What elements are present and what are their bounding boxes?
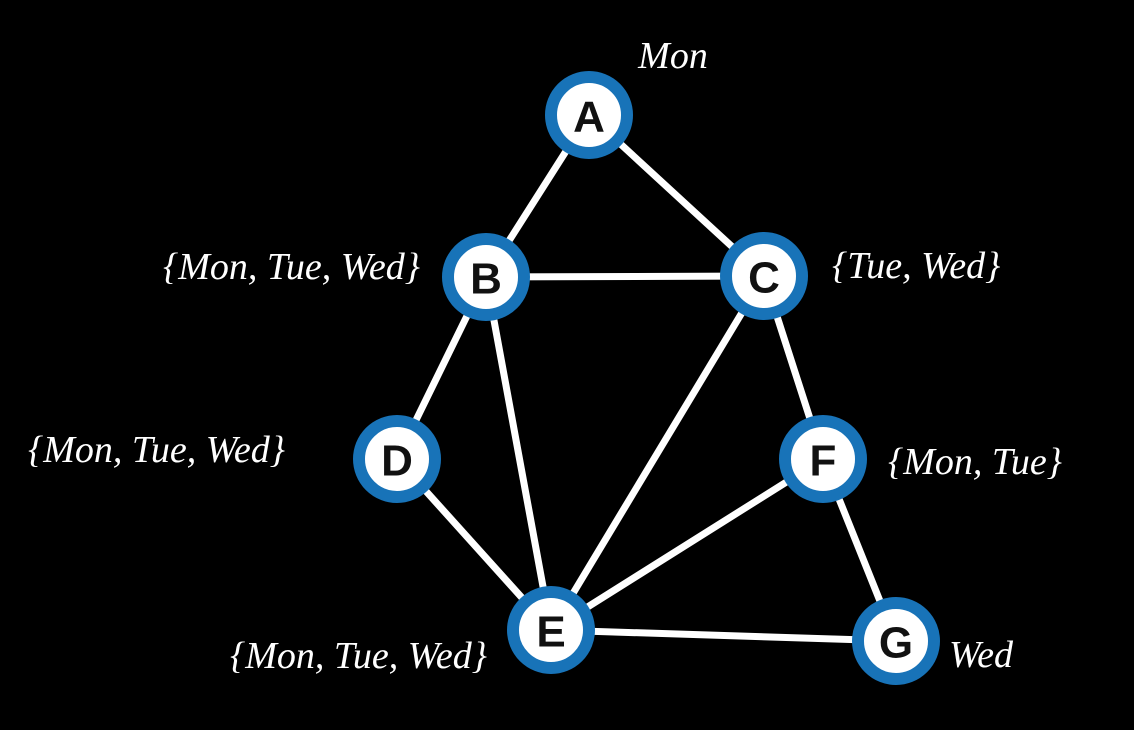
node-C: C	[720, 232, 808, 320]
node-B-letter: B	[470, 254, 502, 303]
node-C-letter: C	[748, 253, 780, 302]
node-A-circle	[545, 71, 633, 159]
node-E-domain-label: {Mon, Tue, Wed}	[230, 635, 487, 677]
node-D-circle	[353, 415, 441, 503]
node-F-domain-label: {Mon, Tue}	[888, 441, 1062, 483]
node-E-circle	[507, 586, 595, 674]
node-F: F	[779, 415, 867, 503]
node-G-domain-label: Wed	[949, 634, 1014, 676]
edge-E-F	[547, 455, 827, 634]
node-G-letter: G	[879, 618, 913, 667]
node-D-domain-label: {Mon, Tue, Wed}	[28, 429, 285, 471]
edge-E-G	[547, 626, 900, 645]
node-G-circle	[852, 597, 940, 685]
node-A-domain-label: Mon	[637, 35, 708, 77]
node-A: A	[545, 71, 633, 159]
node-C-domain-label: {Tue, Wed}	[832, 245, 1000, 287]
edge-C-E	[547, 272, 768, 634]
node-E-letter: E	[536, 607, 565, 656]
node-B-domain-label: {Mon, Tue, Wed}	[163, 246, 420, 288]
node-F-circle	[779, 415, 867, 503]
node-G: G	[852, 597, 940, 685]
node-C-circle	[720, 232, 808, 320]
edge-B-C	[482, 272, 768, 281]
node-A-letter: A	[573, 92, 605, 141]
node-F-letter: F	[810, 436, 837, 485]
node-E: E	[507, 586, 595, 674]
node-B-circle	[442, 233, 530, 321]
node-B: B	[442, 233, 530, 321]
edge-B-E	[482, 273, 555, 634]
node-D-letter: D	[381, 436, 413, 485]
node-D: D	[353, 415, 441, 503]
